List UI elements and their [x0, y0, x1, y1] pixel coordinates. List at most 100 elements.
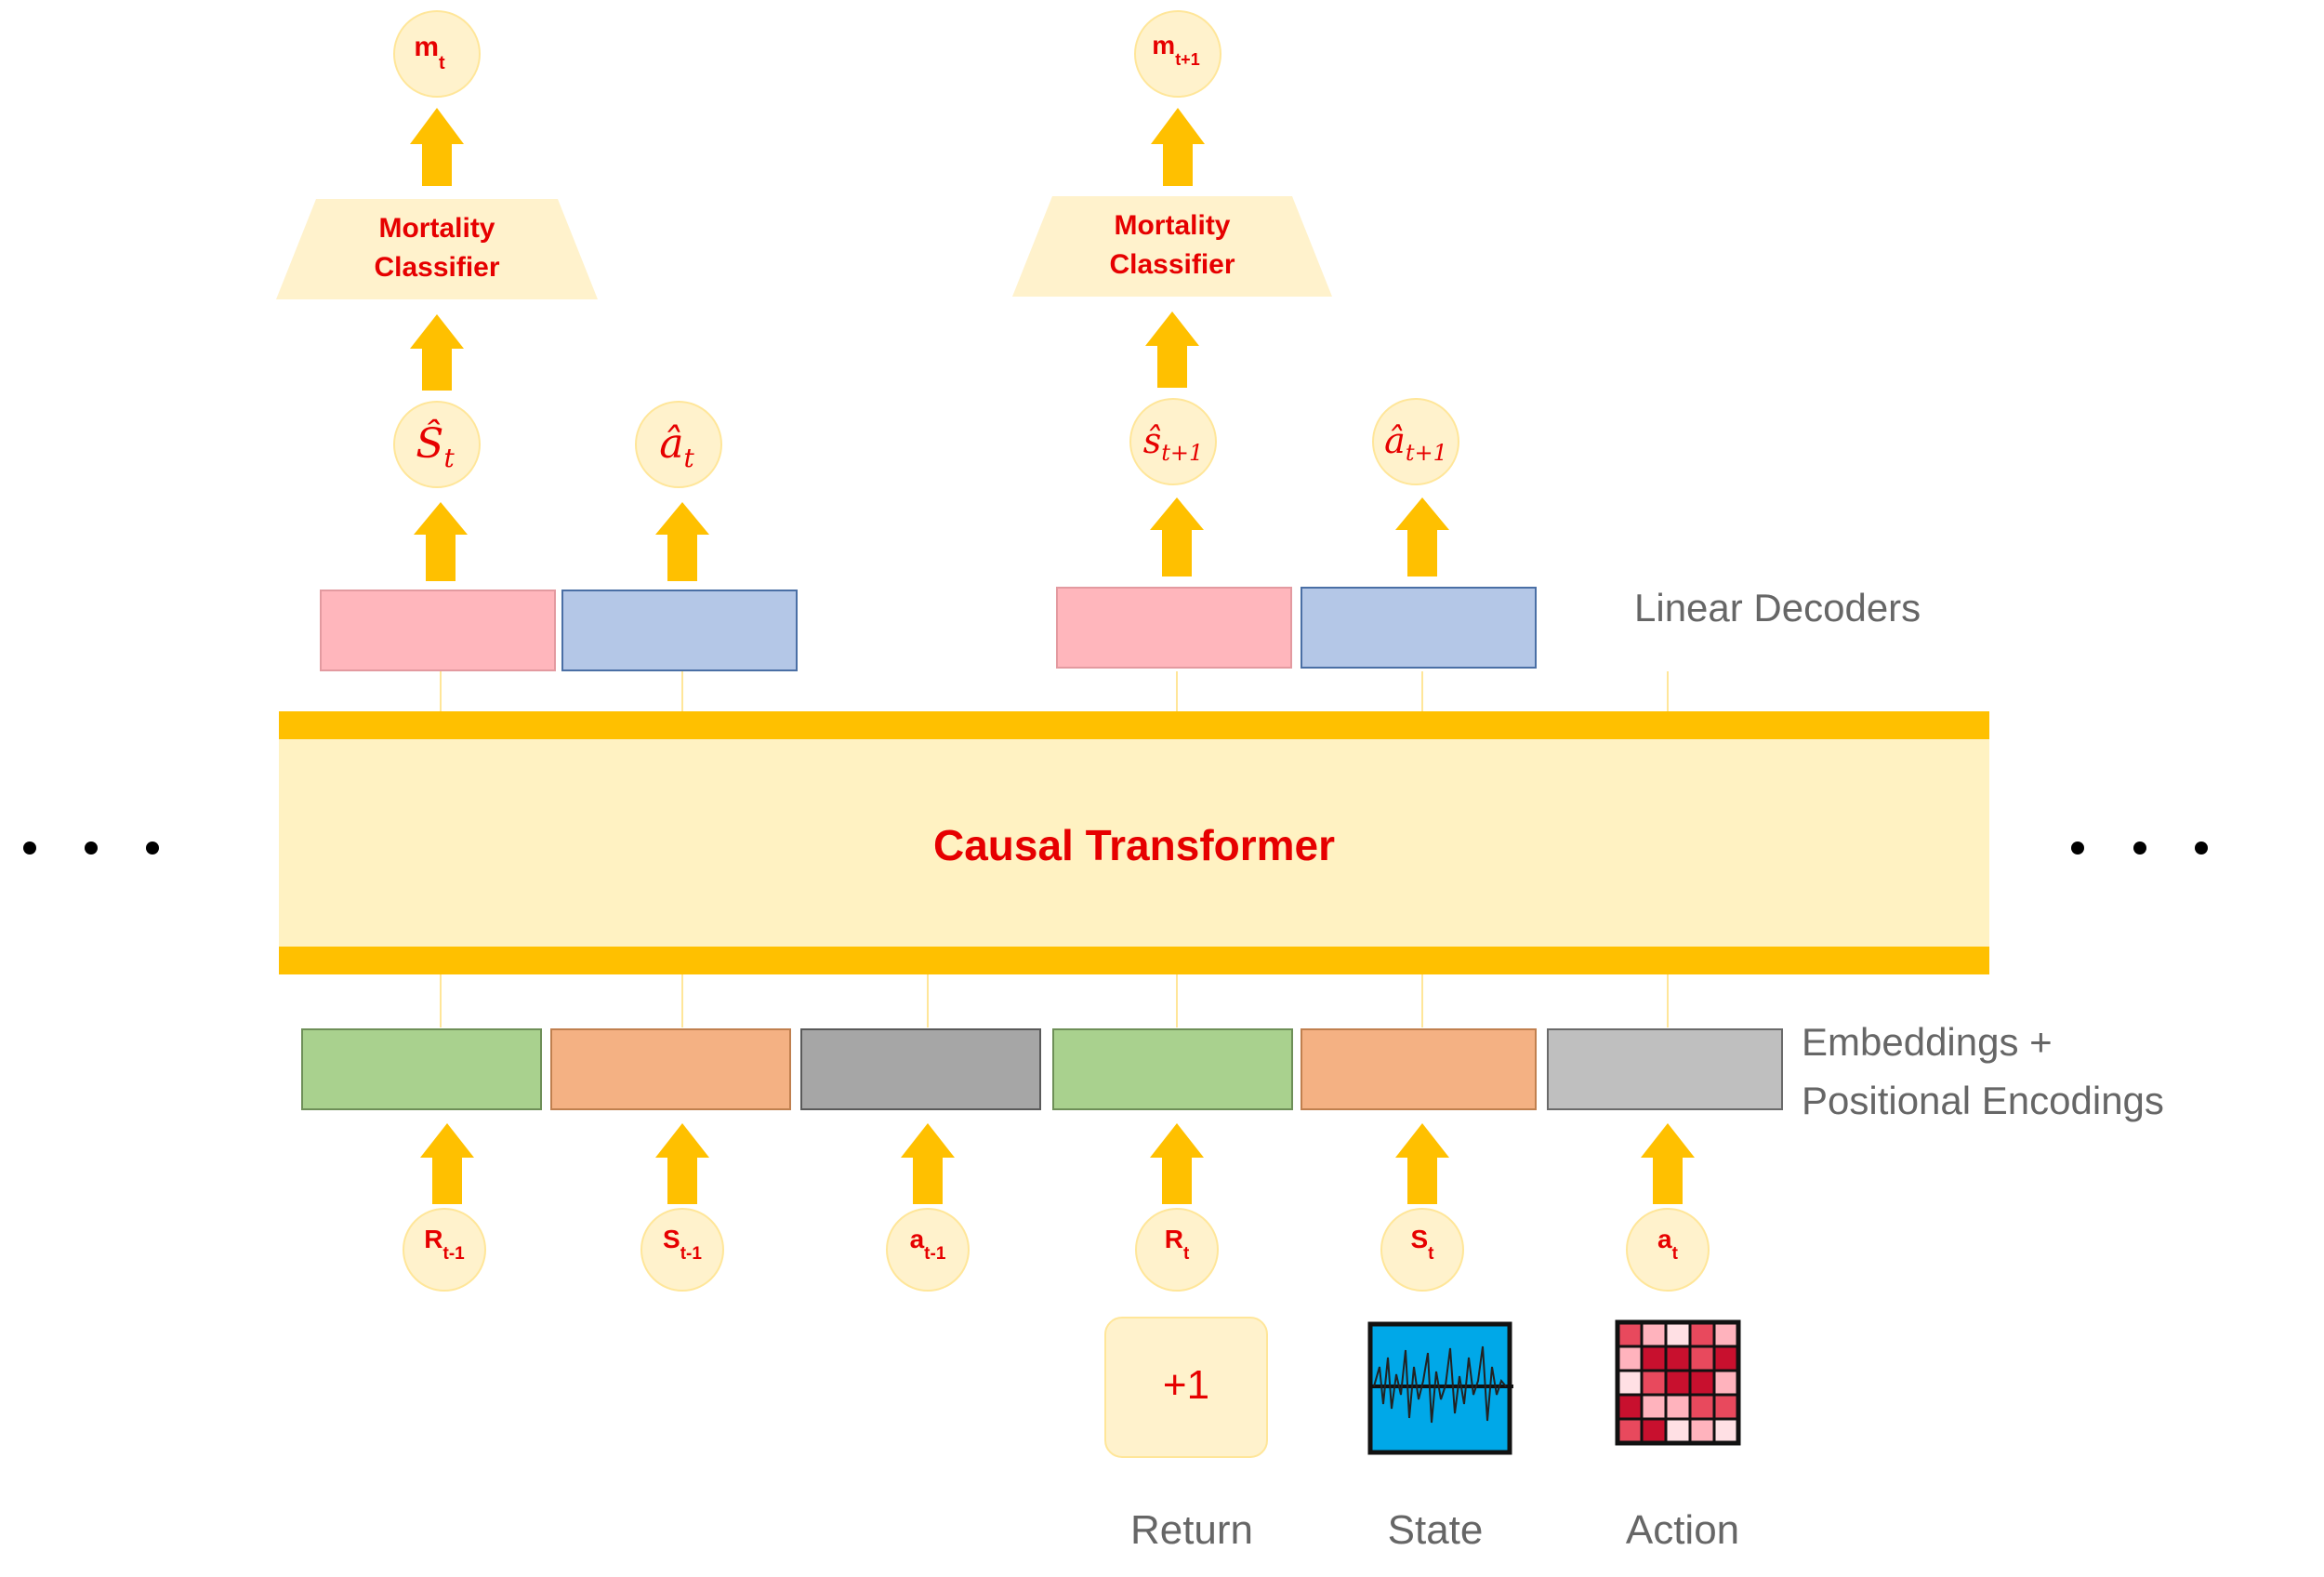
prediction-base: â [659, 420, 683, 468]
input-return-node: Rt-1 [403, 1208, 486, 1292]
heatmap-cell [1616, 1345, 1644, 1372]
prediction-sub: t [443, 443, 455, 473]
input-sub: t [1183, 1244, 1190, 1264]
mortality-classifier-shape [276, 199, 598, 299]
input-sub: t [1428, 1244, 1434, 1264]
heatmap-border [1615, 1319, 1741, 1446]
predicted-state-node: ŝt+1 [1129, 398, 1217, 485]
prediction-base: ŝ [1143, 420, 1162, 461]
input-sub: t-1 [680, 1244, 703, 1264]
input-base: a [910, 1225, 925, 1253]
heatmap-cell [1712, 1417, 1740, 1445]
transformer-top-band [279, 711, 1989, 739]
input-return-node: Rt [1135, 1208, 1219, 1292]
heatmap-cell [1640, 1417, 1668, 1445]
output-base: m [414, 32, 439, 62]
linear-decoders: Linear Decoders [320, 586, 1921, 671]
connector-lines [440, 671, 1669, 1027]
action-label: Action [1626, 1507, 1739, 1553]
embedding-state-box [550, 1028, 791, 1110]
input-nodes: Rt-1 St-1 at-1 Rt St [403, 1208, 1710, 1292]
classifier-label-line2: Classifier [374, 252, 499, 283]
decoder-state-box [1056, 587, 1292, 669]
embeddings-label-line1: Embeddings + [1802, 1020, 2053, 1064]
heatmap-cell [1616, 1320, 1644, 1348]
heatmap-cell [1688, 1393, 1716, 1421]
decoder-state-box [320, 590, 556, 671]
up-arrow-icon [414, 502, 468, 581]
output-base: m [1152, 31, 1175, 60]
heart-monitor-icon [1367, 1321, 1513, 1455]
return-box: +1 [1104, 1317, 1268, 1458]
input-base: S [663, 1225, 680, 1253]
decoder-action-box [1301, 587, 1537, 669]
input-state-node: St-1 [640, 1208, 724, 1292]
heatmap-cell [1688, 1369, 1716, 1397]
classifier-label-line1: Mortality [1114, 210, 1230, 241]
arrows [410, 108, 1695, 1204]
heatmap-cell [1664, 1369, 1692, 1397]
causal-transformer: Causal Transformer [279, 711, 1989, 974]
heatmap-cell [1664, 1393, 1692, 1421]
up-arrow-icon [655, 1123, 709, 1204]
input-action-node: at-1 [886, 1208, 970, 1292]
svg-text:Rt: Rt [1165, 1225, 1190, 1264]
embedding-action-box [800, 1028, 1041, 1110]
input-sub: t [1672, 1244, 1679, 1264]
transformer-bottom-band [279, 947, 1989, 974]
heatmap-cell [1712, 1369, 1740, 1397]
bottom-labels: Return State Action [1130, 1507, 1739, 1553]
heatmap-cell [1616, 1369, 1644, 1397]
predicted-state-node: Ŝt [393, 401, 481, 488]
up-arrow-icon [410, 314, 464, 391]
heatmap-cell [1688, 1417, 1716, 1445]
input-state-node: St [1380, 1208, 1464, 1292]
heatmap-cell [1664, 1320, 1692, 1348]
prediction-sub: t+1 [1161, 440, 1203, 466]
input-base: R [1165, 1225, 1183, 1253]
embedding-action-box [1547, 1028, 1783, 1110]
svg-text:Rt-1: Rt-1 [424, 1225, 465, 1264]
mortality-classifiers: Mortality Classifier Mortality Classifie… [276, 196, 1332, 299]
up-arrow-icon [1395, 1123, 1449, 1204]
prediction-base: â [1384, 420, 1406, 461]
up-arrow-icon [1150, 1123, 1204, 1204]
up-arrow-icon [420, 1123, 474, 1204]
up-arrow-icon [1395, 497, 1449, 576]
embeddings: Embeddings + Positional Encodings [301, 1020, 2164, 1122]
svg-text:at-1: at-1 [910, 1225, 946, 1264]
up-arrow-icon [1150, 497, 1204, 576]
svg-text:mt+1: mt+1 [1152, 31, 1199, 69]
return-label: Return [1130, 1507, 1253, 1553]
up-arrow-icon [1641, 1123, 1695, 1204]
svg-text:at: at [1657, 1225, 1679, 1264]
output-node: mt+1 [1134, 10, 1221, 98]
input-base: R [424, 1225, 442, 1253]
heatmap-cell [1640, 1320, 1668, 1348]
up-arrow-icon [901, 1123, 955, 1204]
input-sub: t-1 [924, 1244, 946, 1264]
up-arrow-icon [1145, 311, 1199, 388]
output-sub: t+1 [1175, 50, 1200, 69]
heatmap-cell [1688, 1345, 1716, 1372]
up-arrow-icon [1151, 108, 1205, 186]
output-nodes: mt mt+1 [393, 10, 1221, 98]
svg-text:ŝt+1: ŝt+1 [1143, 420, 1204, 466]
classifier-label-line2: Classifier [1109, 249, 1235, 280]
heatmap-cell [1712, 1393, 1740, 1421]
prediction-nodes: Ŝt ât ŝt+1 ât+1 [393, 398, 1459, 488]
svg-text:Ŝt: Ŝt [416, 418, 455, 473]
heatmap-cell [1664, 1345, 1692, 1372]
decoder-action-box [561, 590, 798, 671]
action-heatmap-icon [1615, 1319, 1741, 1446]
svg-text:St-1: St-1 [663, 1225, 702, 1264]
predicted-action-node: ât+1 [1372, 398, 1459, 485]
heatmap-cell [1664, 1417, 1692, 1445]
heatmap-cell [1640, 1369, 1668, 1397]
transformer-body [279, 711, 1989, 972]
heatmap-cell [1640, 1393, 1668, 1421]
input-base: a [1657, 1225, 1672, 1253]
output-sub: t [439, 53, 445, 73]
embedding-state-box [1301, 1028, 1537, 1110]
prediction-sub: t+1 [1406, 440, 1447, 466]
